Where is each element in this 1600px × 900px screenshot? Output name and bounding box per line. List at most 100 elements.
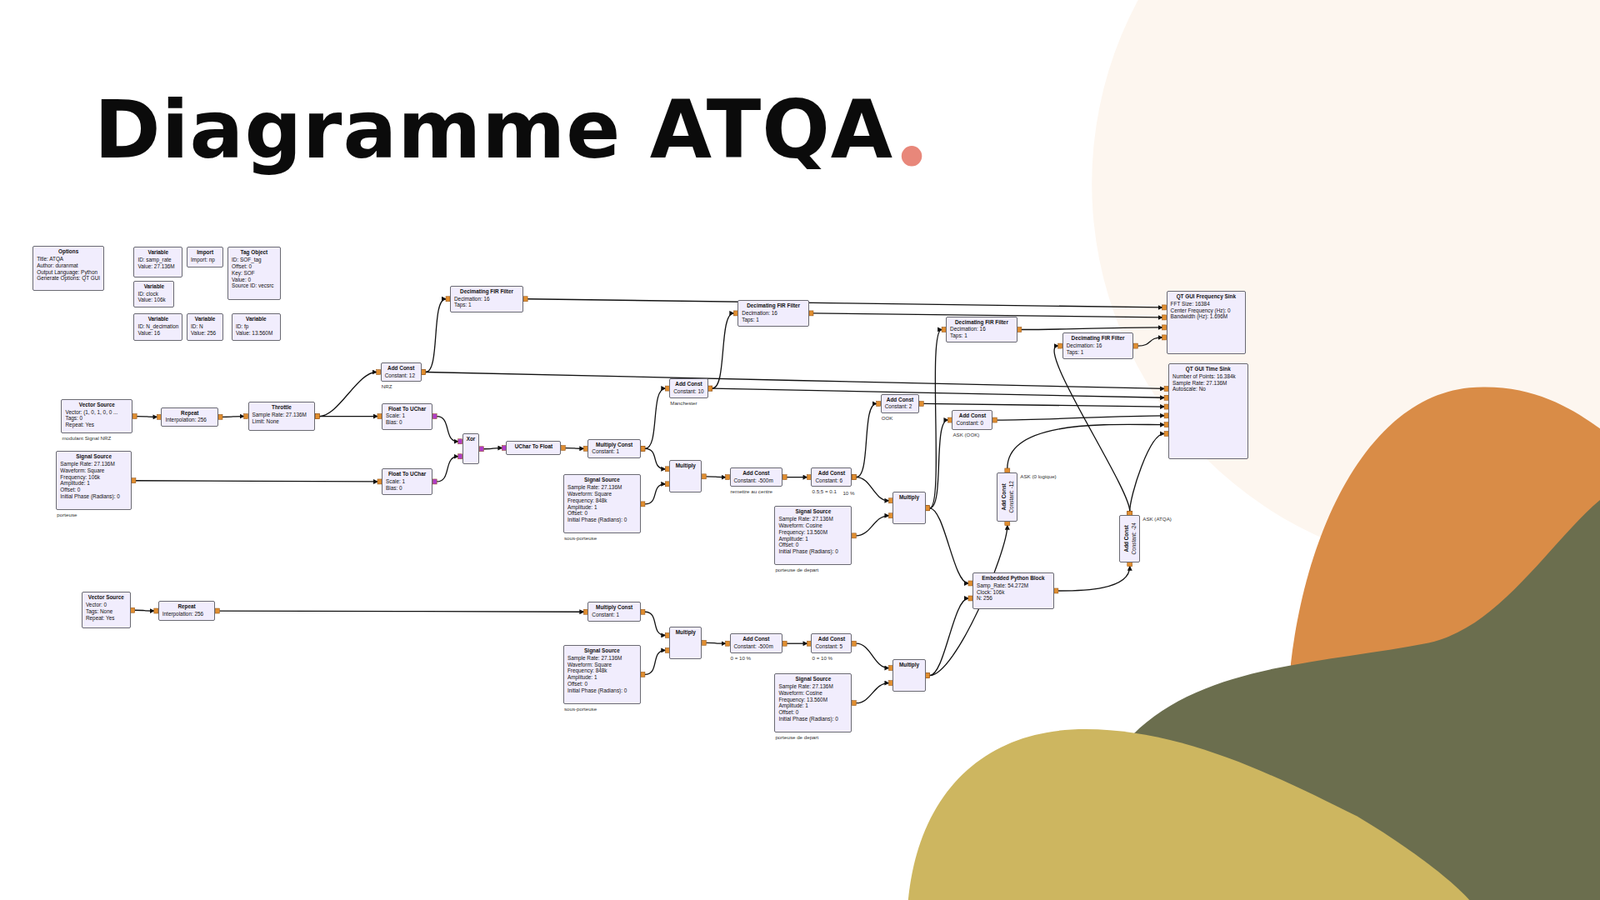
gnuradio-block: VariableID: samp_rateValue: 27.136M (133, 246, 183, 278)
block-caption: porteuse (56, 511, 77, 519)
block-parameter: Bias: 0 (385, 485, 429, 492)
flow-connector (996, 415, 1165, 420)
gnuradio-block: Vector SourceVector: 0Tags: NoneRepeat: … (81, 591, 131, 629)
gnuradio-block: VariableID: NValue: 256 (186, 313, 224, 341)
block-port (479, 446, 484, 452)
block-port (421, 370, 426, 375)
block-port (421, 370, 426, 375)
gnuradio-block: Xor (462, 433, 480, 465)
block-parameter: Value: 256 (190, 330, 220, 337)
gnuradio-block: Signal SourceSample Rate: 27.136MWavefor… (774, 673, 852, 733)
block-parameter: Waveform: Square (567, 661, 637, 669)
block-parameter: Bias: 0 (385, 419, 429, 426)
block-port (1162, 315, 1167, 320)
gnuradio-block: Multiply ConstConstant: 1 (587, 601, 641, 622)
flow-connector (930, 329, 943, 508)
flow-connector (483, 448, 502, 450)
block-port (215, 608, 220, 614)
block-title: QT GUI Frequency Sink (1170, 293, 1243, 300)
gnuradio-block: Add ConstConstant: 2OOK (880, 394, 920, 415)
flow-connector (1130, 433, 1165, 511)
block-port (432, 479, 437, 485)
gnuradio-block: Multiply ConstConstant: 1 (587, 439, 641, 460)
gnuradio-block: Add ConstConstant: 50 = 10 % (810, 633, 852, 654)
block-port (132, 414, 137, 420)
block-port (640, 501, 645, 507)
block-parameter: Frequency: 848k (567, 667, 637, 675)
block-parameter: Frequency: 13.560M (778, 529, 848, 536)
flow-connector (222, 415, 245, 418)
block-title: Signal Source (567, 647, 637, 655)
flow-connector (712, 313, 735, 389)
flow-connector (645, 388, 665, 449)
block-port (782, 640, 787, 646)
gnuradio-block: VariableID: fpValue: 13.560M (231, 313, 281, 341)
block-parameter: Initial Phase (Radians): 0 (778, 715, 848, 723)
block-parameter: Waveform: Cosine (778, 690, 848, 697)
block-parameter: Offset: 0 (567, 680, 637, 688)
block-parameter: Frequency: 13.560M (778, 696, 848, 704)
gnuradio-block: Add ConstConstant: 12NRZ (380, 362, 422, 383)
block-caption: remettre au centre (730, 488, 774, 495)
flow-connector (319, 415, 378, 417)
gnuradio-block: Multiply (892, 491, 925, 525)
block-parameter: Constant: 5 (815, 643, 848, 650)
block-parameter: Constant: 2 (885, 403, 916, 410)
gnuradio-block: OptionsTitle: ATQAAuthor: duranmatOutput… (32, 245, 105, 291)
block-parameter: Constant: -24 (1130, 522, 1137, 555)
gnuradio-block: Decimating FIR FilterDecimation: 16Taps:… (450, 285, 524, 313)
block-title: Add Const (955, 412, 989, 420)
block-parameter: ID: N_decimation (137, 323, 179, 330)
gnuradio-block: Multiply (669, 626, 702, 660)
flow-connector (645, 484, 665, 505)
gnuradio-block: Decimating FIR FilterDecimation: 16Taps:… (945, 316, 1018, 344)
block-parameter: Samp_Rate: 54.272M (976, 582, 1050, 590)
gnuradio-block: Signal SourceSample Rate: 27.136MWavefor… (55, 450, 132, 510)
block-title: Add Const (734, 470, 780, 477)
block-parameter: Decimation: 16 (1066, 342, 1130, 350)
block-caption: sous-porteuse (564, 705, 597, 713)
gnuradio-block: Signal SourceSample Rate: 27.136MWavefor… (563, 474, 641, 534)
block-title: Add Const (885, 396, 916, 404)
block-parameter: Repeat: Yes (65, 421, 129, 429)
block-caption: 0 = 10 % (730, 655, 752, 662)
block-parameter: Offset: 0 (778, 541, 848, 549)
block-port (130, 607, 135, 613)
block-title: Variable (137, 283, 170, 290)
block-title: Signal Source (60, 453, 128, 460)
gnuradio-block: ImportImport: np (186, 246, 224, 267)
flow-connector (1007, 424, 1165, 469)
block-port (432, 414, 437, 420)
block-parameter: Sample Rate: 27.136M (60, 460, 128, 468)
gnuradio-block: Float To UCharScale: 1Bias: 0 (381, 468, 433, 495)
block-title: Import (190, 249, 220, 256)
block-title: Add Const (815, 635, 848, 643)
flow-connector (1021, 327, 1163, 330)
block-parameter: Offset: 0 (231, 263, 277, 270)
block-caption: porteuse de depart (775, 734, 819, 741)
block-parameter: Waveform: Square (60, 467, 128, 475)
block-parameter: ID: fp (235, 323, 277, 330)
block-title: Xor (466, 435, 476, 443)
block-parameter: Value: 16 (137, 330, 179, 337)
block-parameter: Value: 27.136M (137, 263, 179, 270)
gnuradio-block: Embedded Python BlockSamp_Rate: 54.272MC… (972, 572, 1055, 610)
block-port (640, 609, 645, 615)
flow-connector (645, 650, 665, 675)
flow-connector (436, 456, 459, 482)
flow-connector (425, 299, 446, 373)
block-title: Add Const (734, 635, 780, 643)
gnuradio-block: Add ConstConstant: -12ASK (0 logique) (996, 472, 1018, 522)
block-port (458, 454, 463, 460)
block-port (458, 439, 463, 445)
block-parameter: Initial Phase (Radians): 0 (778, 548, 848, 555)
block-port (919, 400, 924, 406)
block-parameter: Limit: None (252, 418, 312, 425)
block-title: Decimating FIR Filter (741, 302, 805, 310)
flow-connector (565, 447, 584, 450)
block-title: Repeat (162, 603, 212, 610)
block-parameter: Sample Rate: 27.136M (778, 683, 848, 690)
block-parameter: Vector: (1, 0, 1, 0, 0 ... (65, 409, 129, 416)
block-parameter: Autoscale: No (1172, 385, 1245, 393)
block-parameter: Constant: -12 (1008, 480, 1015, 513)
